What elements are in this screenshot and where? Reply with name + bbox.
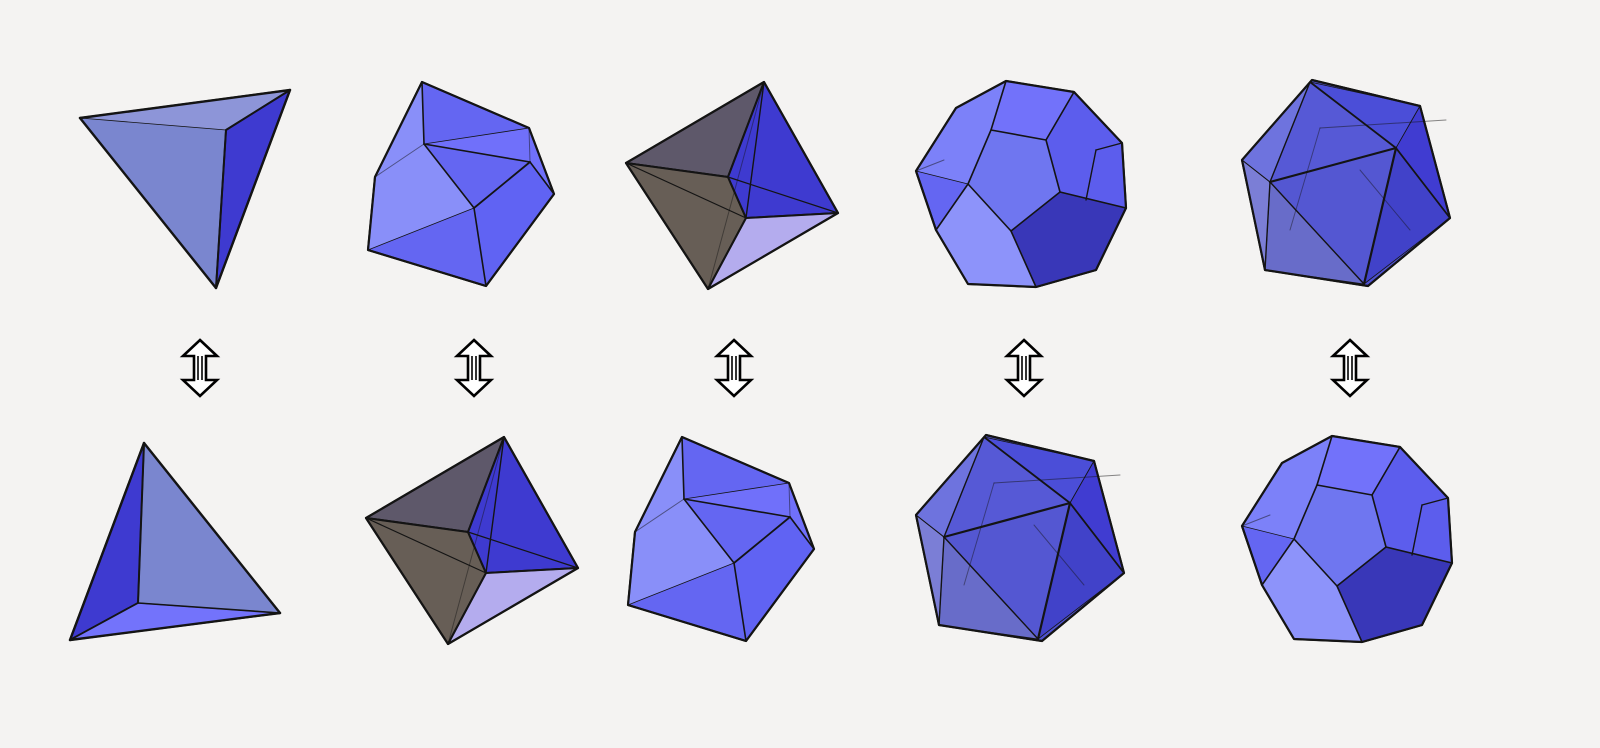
shapes-layer <box>68 78 1454 646</box>
dodecahedron-icon <box>914 79 1128 289</box>
double-arrow-vertical-icon <box>1003 338 1045 398</box>
tetrahedron-icon <box>78 88 292 290</box>
tetrahedron-icon <box>68 441 282 642</box>
octahedron-icon <box>624 80 840 291</box>
icosahedron-icon <box>1240 78 1452 288</box>
double-arrow-vertical-icon <box>179 338 221 398</box>
icosahedron-icon <box>914 433 1126 643</box>
double-arrow-vertical-icon <box>713 338 755 398</box>
cube-icon <box>626 435 816 643</box>
double-arrow-vertical-icon <box>1329 338 1371 398</box>
arrows-layer <box>179 338 1371 398</box>
dodecahedron-icon <box>1240 434 1454 644</box>
double-arrow-vertical-icon <box>453 338 495 398</box>
cube-icon <box>366 80 556 288</box>
octahedron-icon <box>364 435 580 646</box>
